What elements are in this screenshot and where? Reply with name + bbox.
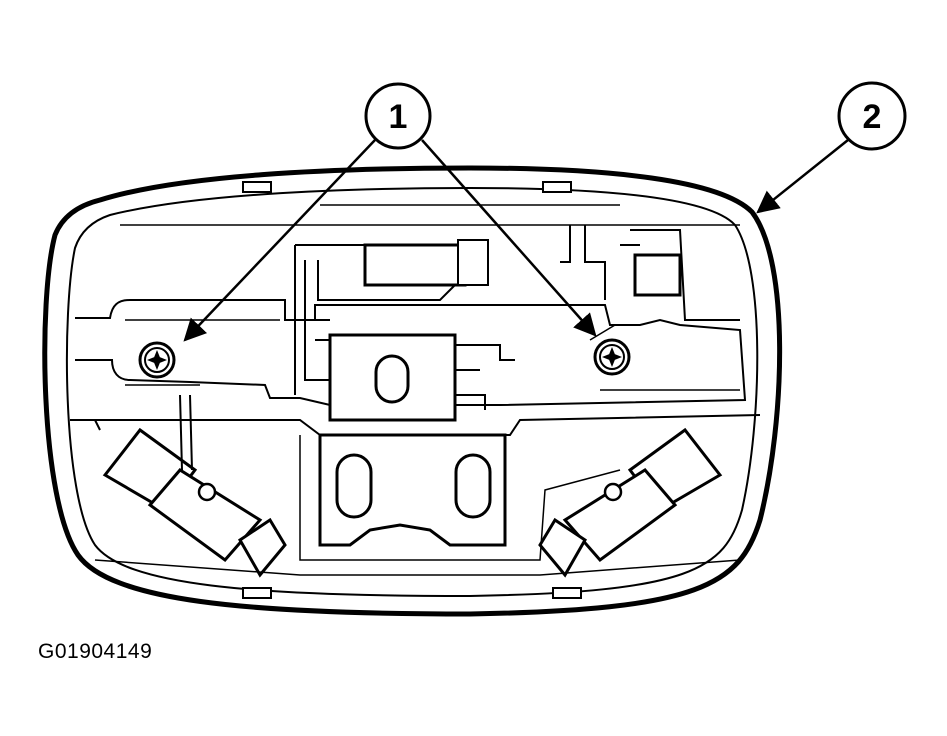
left-lamp-wire [94,394,193,471]
clip-tab [552,587,582,599]
screw-rail [75,299,747,406]
wiring-harness-right [560,225,740,321]
callout-1-leader-left [183,139,376,342]
wiring-harness [294,244,515,410]
right-connector [633,253,682,297]
console-inner-rim [65,186,759,598]
left-screw-head-icon [147,350,167,370]
right-lamp-assembly [538,427,723,578]
figure-id: G01904149 [38,640,153,663]
callout-1-circle [364,82,432,150]
callout-2-label: 2 [863,98,882,136]
right-screw-head-icon [602,347,622,367]
callout-2-leader [756,139,849,214]
clip-tab [242,587,272,599]
center-module-slot [374,354,410,404]
plate-slot-right [454,453,492,519]
wiring-connector-top-cap [457,239,489,286]
callout-1-leader-right [421,139,597,337]
center-module [328,333,457,422]
wiring-connector-top [363,243,467,287]
clip-tab [242,181,272,193]
callout-1-label: 1 [389,98,408,136]
callout-2-circle [837,81,907,151]
clip-tab [542,181,572,193]
plate-slot-left [335,453,373,519]
left-lamp-assembly [102,427,287,578]
lower-frame-line [94,435,741,576]
